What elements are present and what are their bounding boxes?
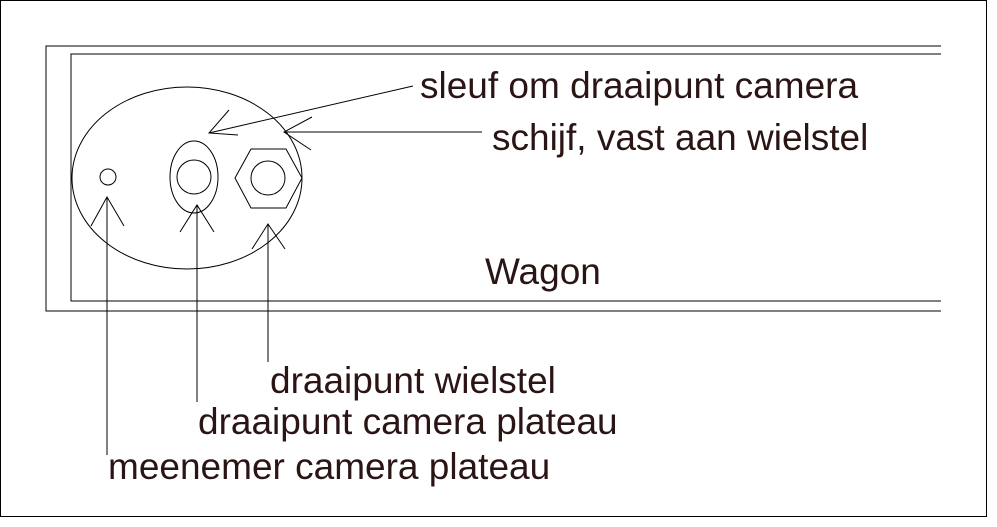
wheelset-pivot-label: draaipunt wielstel bbox=[270, 360, 556, 401]
disc-arrow-head bbox=[283, 116, 313, 151]
image-border bbox=[0, 0, 987, 517]
disc-label: schijf, vast aan wielstel bbox=[492, 117, 868, 158]
camera-pivot-leader-head bbox=[179, 204, 215, 233]
slot-arrow-head bbox=[207, 109, 239, 136]
slot-arrow-line bbox=[208, 85, 414, 134]
wheelset-pivot-hexagon bbox=[234, 148, 303, 209]
driver-label: meenemer camera plateau bbox=[108, 446, 550, 487]
wagon-outer-frame bbox=[45, 45, 941, 312]
camera-pivot-circle bbox=[176, 159, 212, 195]
driver-leader-head bbox=[90, 195, 125, 227]
driver-hole bbox=[99, 168, 117, 186]
wagon-inner-frame bbox=[70, 53, 941, 302]
slot-ellipse bbox=[169, 140, 219, 214]
wheelset-pivot-leader-head bbox=[251, 223, 286, 250]
camera-pivot-label: draaipunt camera plateau bbox=[198, 401, 618, 442]
wheelset-pivot-circle bbox=[250, 160, 286, 196]
slot-label: sleuf om draaipunt camera bbox=[420, 65, 858, 106]
wagon-label: Wagon bbox=[485, 251, 601, 292]
